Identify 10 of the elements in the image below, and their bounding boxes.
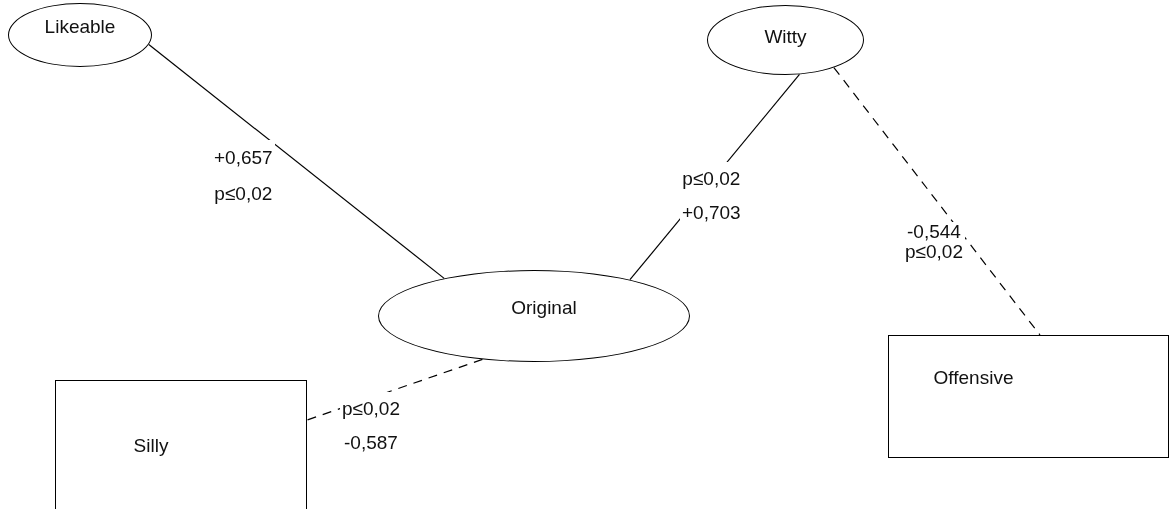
- node-label: Offensive: [933, 366, 1014, 389]
- node-label: Likeable: [44, 16, 116, 38]
- node-label: Silly: [133, 434, 169, 457]
- node-label: Witty: [764, 26, 807, 48]
- edge-label: -0,544 p≤0,02: [903, 222, 965, 262]
- connector-line: [148, 43, 445, 279]
- connector-line: [833, 66, 1041, 336]
- rectangle-node: [55, 380, 307, 509]
- rectangle-node: [888, 335, 1169, 458]
- node-label: Original: [511, 297, 577, 319]
